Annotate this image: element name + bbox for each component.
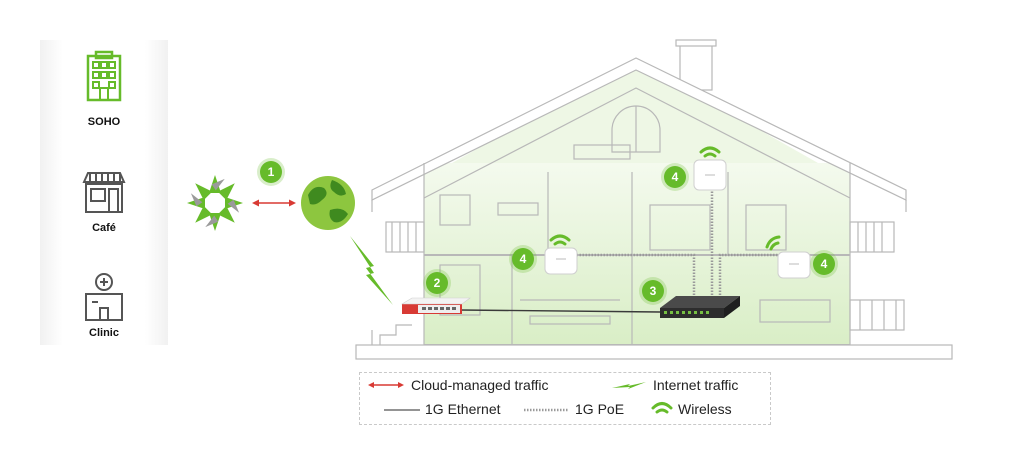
storefront-icon	[82, 172, 126, 213]
step-badge-4-attic: 4	[664, 166, 686, 188]
clinic-icon	[85, 273, 123, 321]
deployment-sidebar: SOHO Café	[40, 40, 168, 345]
sidebar-label-clinic: Clinic	[89, 327, 119, 339]
legend-internet-label: Internet traffic	[653, 377, 739, 393]
cloud-managed-traffic-arrow	[252, 199, 296, 207]
wifi-icon	[699, 146, 721, 158]
access-point-living	[544, 247, 578, 275]
legend-cloud-label: Cloud-managed traffic	[411, 377, 549, 393]
office-building-icon	[86, 50, 122, 102]
access-point-bedroom	[777, 251, 811, 279]
ethernet-cable	[459, 309, 661, 313]
step-badge-2: 2	[426, 272, 448, 294]
internet-traffic-bolt	[350, 236, 393, 305]
legend-internet-bolt-icon	[612, 382, 646, 389]
step-badge-1: 1	[260, 161, 282, 183]
sidebar-item-clinic	[40, 272, 168, 322]
access-point-attic	[693, 159, 727, 191]
legend-cloud-arrow-icon	[368, 382, 404, 388]
legend-wifi-icon	[651, 402, 673, 414]
step-badge-4-bedroom: 4	[813, 253, 835, 275]
sidebar-label-soho: SOHO	[87, 116, 121, 128]
legend-poe-label: 1G PoE	[575, 401, 625, 417]
sidebar-item-soho	[40, 50, 168, 104]
legend-ethernet-label: 1G Ethernet	[425, 401, 501, 417]
step-badge-3: 3	[642, 280, 664, 302]
legend	[359, 372, 771, 425]
legend-wireless-label: Wireless	[678, 401, 732, 417]
step-badge-4-living: 4	[512, 248, 534, 270]
internet-globe-icon	[301, 176, 355, 230]
network-switch-device	[660, 296, 740, 318]
nebula-cloud-icon	[187, 175, 243, 231]
security-gateway-device	[400, 297, 471, 314]
wifi-icon	[765, 235, 781, 251]
sidebar-item-cafe	[40, 170, 168, 214]
poe-cables	[559, 185, 792, 298]
sidebar-label-cafe: Café	[92, 222, 116, 234]
wifi-icon	[549, 234, 571, 246]
